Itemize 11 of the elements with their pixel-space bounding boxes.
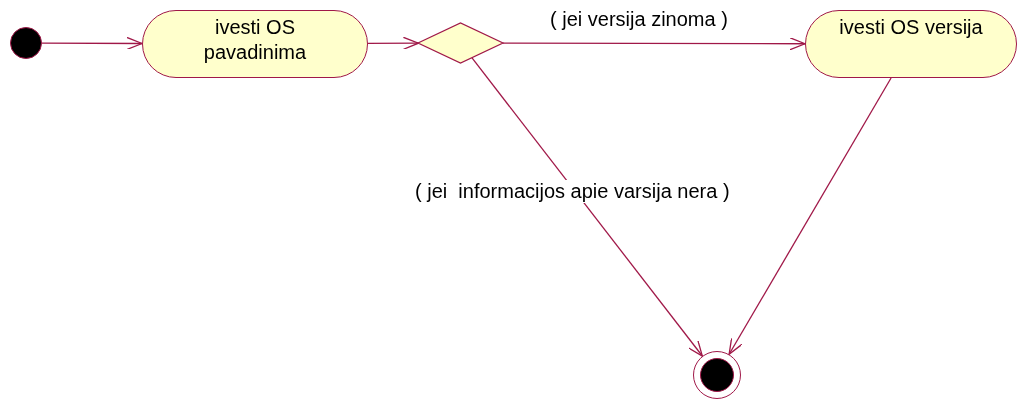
arrow xyxy=(471,57,703,357)
activity-label: ivesti OS pavadinima xyxy=(202,15,308,65)
arrow xyxy=(502,37,806,51)
edge-label: ( jei informacijos apie varsija nera ) xyxy=(413,180,732,203)
edge-label: ( jei versija zinoma ) xyxy=(548,8,730,31)
final-node xyxy=(693,351,741,399)
arrow xyxy=(367,36,420,50)
initial-node xyxy=(10,27,42,59)
activity-label: ivesti OS versija xyxy=(839,15,983,40)
arrow xyxy=(728,77,892,355)
arrow xyxy=(41,36,143,51)
